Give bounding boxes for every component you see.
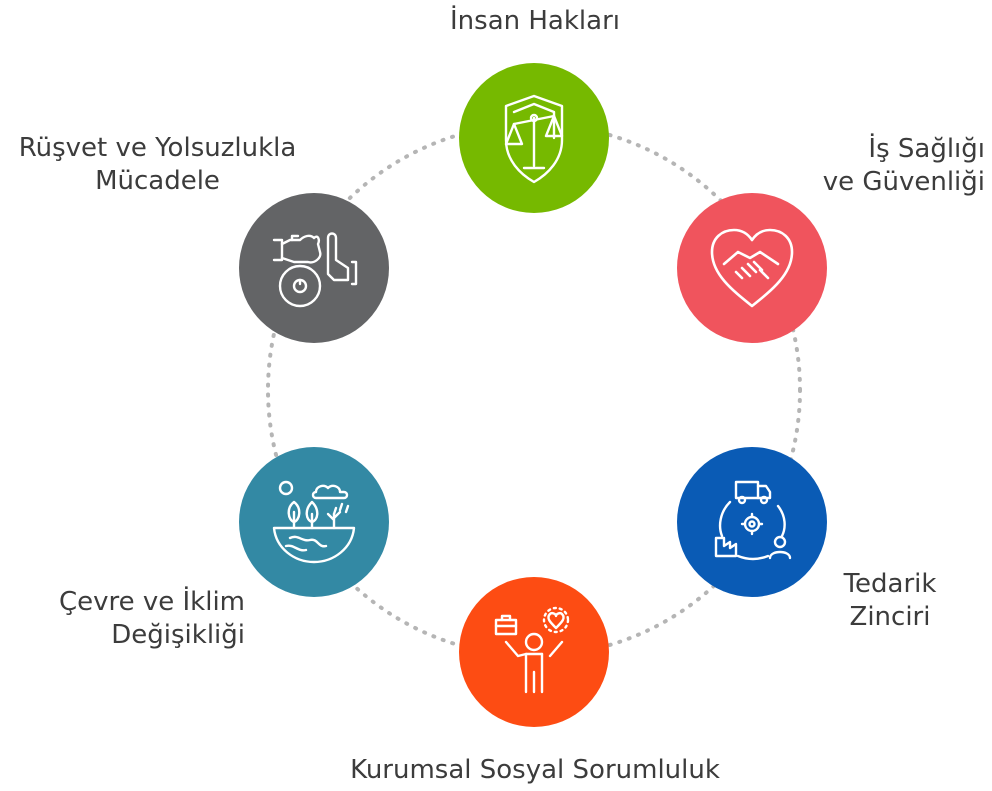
label-health-safety-line2: ve Güvenliği [822, 167, 985, 197]
shield-scales-icon [504, 94, 564, 184]
bribe-refuse-icon [272, 232, 358, 308]
label-csr: Kurumsal Sosyal Sorumluluk [330, 754, 740, 787]
node-health-safety[interactable] [677, 193, 827, 343]
node-csr[interactable] [459, 577, 609, 727]
node-anti-bribery[interactable] [239, 193, 389, 343]
label-supply-chain-line2: Zinciri [849, 602, 931, 632]
node-human-rights[interactable] [459, 63, 609, 213]
label-health-safety: İş Sağlığı ve Güvenliği [760, 133, 985, 199]
label-human-rights-line1: İnsan Hakları [450, 6, 620, 36]
truck-cycle-icon [714, 480, 792, 561]
label-anti-bribery-line1: Rüşvet ve Yolsuzlukla [18, 133, 297, 163]
label-human-rights: İnsan Hakları [430, 5, 640, 38]
label-supply-chain-line1: Tedarik [843, 569, 937, 599]
label-health-safety-line1: İş Sağlığı [868, 134, 985, 164]
label-climate-line1: Çevre ve İklim [58, 587, 245, 617]
heart-handshake-icon [710, 228, 794, 308]
node-climate[interactable] [239, 447, 389, 597]
node-supply-chain[interactable] [677, 447, 827, 597]
label-anti-bribery: Rüşvet ve Yolsuzlukla Mücadele [5, 132, 310, 198]
label-anti-bribery-line2: Mücadele [95, 166, 220, 196]
label-supply-chain: Tedarik Zinciri [830, 568, 950, 634]
label-climate-line2: Değişikliği [111, 620, 245, 650]
label-climate: Çevre ve İklim Değişikliği [20, 586, 245, 652]
earth-trees-icon [272, 480, 356, 564]
label-csr-line1: Kurumsal Sosyal Sorumluluk [350, 755, 720, 785]
person-giving-icon [494, 606, 570, 694]
